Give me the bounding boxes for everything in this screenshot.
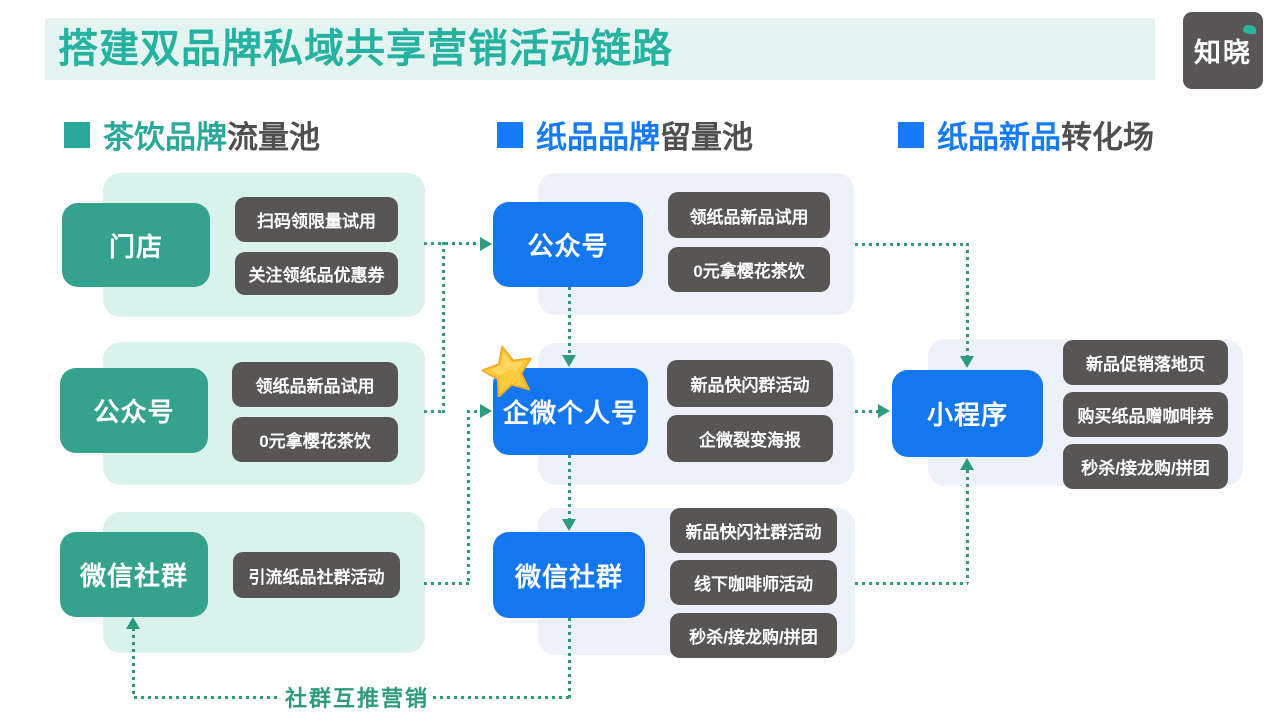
node-store: 门店 <box>62 203 210 287</box>
tag-follow-coupon: 关注领纸品优惠券 <box>235 252 398 295</box>
node-mid-wechat-group: 微信社群 <box>493 532 645 618</box>
square-bullet-icon <box>64 121 90 148</box>
tag-flash-community-activity: 新品快闪社群活动 <box>670 508 837 553</box>
connector-official-to-wecom <box>568 287 571 357</box>
header-rest: 流量池 <box>227 120 320 155</box>
connector-left-group-out <box>424 582 469 585</box>
column-header-paper-new: 纸品新品转化场 <box>898 112 1154 157</box>
node-left-wechat-group: 微信社群 <box>60 532 208 617</box>
header-rest: 转化场 <box>1061 120 1154 155</box>
connector-down-to-miniprogram <box>966 243 969 357</box>
connector-left-official-out <box>424 410 445 413</box>
connector-mid-official-right <box>855 243 968 246</box>
arrowhead-into-miniprogram-bottom <box>960 458 974 470</box>
brand-logo: 知晓 <box>1183 12 1263 89</box>
connector-into-wecom <box>467 410 480 413</box>
tag-scan-trial: 扫码领限量试用 <box>235 197 398 242</box>
connector-group-to-wecom-up <box>467 410 470 584</box>
tag-promo-landing-page: 新品促销落地页 <box>1063 340 1228 385</box>
connector-left-official-up <box>442 242 445 413</box>
arrowhead-into-mid-group-top <box>562 519 576 531</box>
tag-flash-group-activity: 新品快闪群活动 <box>667 360 833 407</box>
column-header-tea-brand: 茶饮品牌流量池 <box>64 112 320 157</box>
square-bullet-icon <box>497 121 523 148</box>
column-header-paper-brand: 纸品品牌留量池 <box>497 112 753 157</box>
header-highlight: 茶饮品牌 <box>103 120 227 155</box>
tag-flashsale-mid: 秒杀/接龙购/拼团 <box>670 613 837 658</box>
logo-leaf-icon <box>1243 25 1256 34</box>
arrowhead-into-miniprogram-left <box>878 404 890 418</box>
connector-wecom-to-group <box>568 455 571 519</box>
connector-up-to-miniprogram <box>966 470 969 583</box>
connector-footer-up <box>132 628 135 698</box>
connector-footer-left <box>134 696 280 699</box>
arrowhead-into-wecom-top <box>562 355 576 367</box>
header-highlight: 纸品新品 <box>937 120 1061 155</box>
connector-footer-right <box>412 696 570 699</box>
square-bullet-icon <box>898 121 924 148</box>
title-band <box>45 18 1155 80</box>
connector-wecom-to-miniprogram <box>855 410 880 413</box>
arrowhead-into-left-group-bottom <box>126 617 140 629</box>
arrowhead-into-mid-official <box>480 237 492 251</box>
node-miniprogram: 小程序 <box>892 370 1043 457</box>
tag-fission-poster: 企微裂变海报 <box>667 415 833 462</box>
connector-mid-group-right <box>855 582 968 585</box>
connector-store-to-mid <box>424 242 480 245</box>
node-left-official-account: 公众号 <box>60 368 208 453</box>
tag-paper-trial-left: 领纸品新品试用 <box>232 362 398 407</box>
tag-free-sakura-tea-mid: 0元拿樱花茶饮 <box>668 247 830 292</box>
connector-mid-group-down <box>568 618 571 698</box>
tag-offline-barista-activity: 线下咖啡师活动 <box>670 560 837 605</box>
page-title: 搭建双品牌私域共享营销活动链路 <box>58 27 673 71</box>
arrowhead-into-wecom <box>480 404 492 418</box>
tag-free-sakura-tea-left: 0元拿樱花茶饮 <box>232 417 398 462</box>
tag-buy-paper-gift-coffee: 购买纸品赠咖啡券 <box>1063 392 1228 437</box>
brand-logo-text: 知晓 <box>1194 38 1252 68</box>
header-rest: 留量池 <box>660 120 753 155</box>
tag-divert-group-activity: 引流纸品社群活动 <box>233 552 400 598</box>
star-icon <box>481 345 532 397</box>
tag-flashsale-right: 秒杀/接龙购/拼团 <box>1063 444 1228 489</box>
node-mid-official-account: 公众号 <box>493 202 643 287</box>
arrowhead-into-miniprogram-top <box>960 356 974 368</box>
tag-paper-trial-mid: 领纸品新品试用 <box>668 192 830 238</box>
header-highlight: 纸品品牌 <box>536 120 660 155</box>
footer-mutual-promo-label: 社群互推营销 <box>281 681 434 713</box>
